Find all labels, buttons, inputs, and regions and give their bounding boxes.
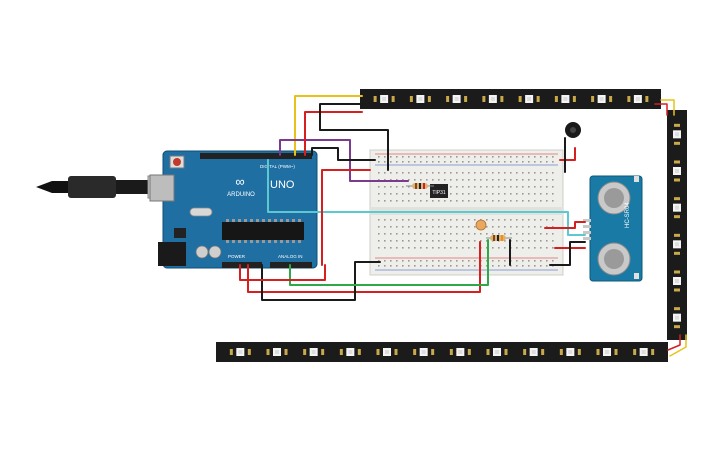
usb-jack xyxy=(149,174,175,202)
led-pixel xyxy=(482,95,504,103)
led-pixel xyxy=(303,348,325,356)
capacitor xyxy=(195,245,209,259)
power-jack xyxy=(158,242,186,266)
led-pixel xyxy=(627,95,649,103)
infinity-logo-icon: ∞ xyxy=(235,174,244,189)
led-pixel xyxy=(229,348,251,356)
led-pixel xyxy=(446,95,468,103)
transistor-chip: TIP31 xyxy=(430,184,448,198)
led-pixel xyxy=(376,348,398,356)
reset-button xyxy=(173,158,181,166)
led-strip-top xyxy=(360,89,661,109)
led-pixel xyxy=(523,348,545,356)
led-pixel xyxy=(266,348,288,356)
led-pixel xyxy=(486,348,508,356)
resistor-mid xyxy=(486,235,512,241)
led-strip-bottom xyxy=(216,342,668,362)
power-pins-label: POWER xyxy=(228,254,246,259)
led-strip-right xyxy=(667,110,687,340)
led-pixel xyxy=(559,348,581,356)
led-pixel xyxy=(673,233,681,255)
led-pixel xyxy=(449,348,471,356)
led-pixel xyxy=(518,95,540,103)
led-pixel xyxy=(413,348,435,356)
digital-pins-label: DIGITAL (PWM~) xyxy=(260,164,295,169)
capacitor xyxy=(208,245,222,259)
led-pixel xyxy=(339,348,361,356)
led-pixel xyxy=(409,95,431,103)
led-pixel xyxy=(554,95,576,103)
atmega-chip xyxy=(222,222,304,240)
led-pixel xyxy=(673,307,681,329)
led-pixel xyxy=(673,197,681,219)
led-pixel xyxy=(591,95,613,103)
resistor-top xyxy=(406,183,434,189)
usb-cable xyxy=(36,175,167,199)
led-pixel xyxy=(673,123,681,145)
ultrasonic-sensor: HC-SR04 xyxy=(583,175,643,282)
arduino-model-label: UNO xyxy=(270,179,295,191)
led-pixel xyxy=(596,348,618,356)
arduino-uno-board: ∞ ARDUINO UNO DIGITAL (PWM~) POWER ANALO… xyxy=(149,150,318,269)
digital-header xyxy=(200,153,312,159)
led-pixel xyxy=(673,270,681,292)
transistor-label: TIP31 xyxy=(432,190,446,196)
led-pixel xyxy=(673,160,681,182)
vibration-motor xyxy=(565,122,581,138)
photoresistor xyxy=(475,219,487,231)
analog-pins-label: ANALOG IN xyxy=(278,254,303,259)
arduino-brand-label: ARDUINO xyxy=(227,192,255,198)
crystal xyxy=(189,207,213,217)
led-pixel xyxy=(633,348,655,356)
wires xyxy=(239,95,687,357)
led-pixel xyxy=(373,95,395,103)
power-header xyxy=(222,262,262,268)
sensor-label: HC-SR04 xyxy=(625,202,631,228)
